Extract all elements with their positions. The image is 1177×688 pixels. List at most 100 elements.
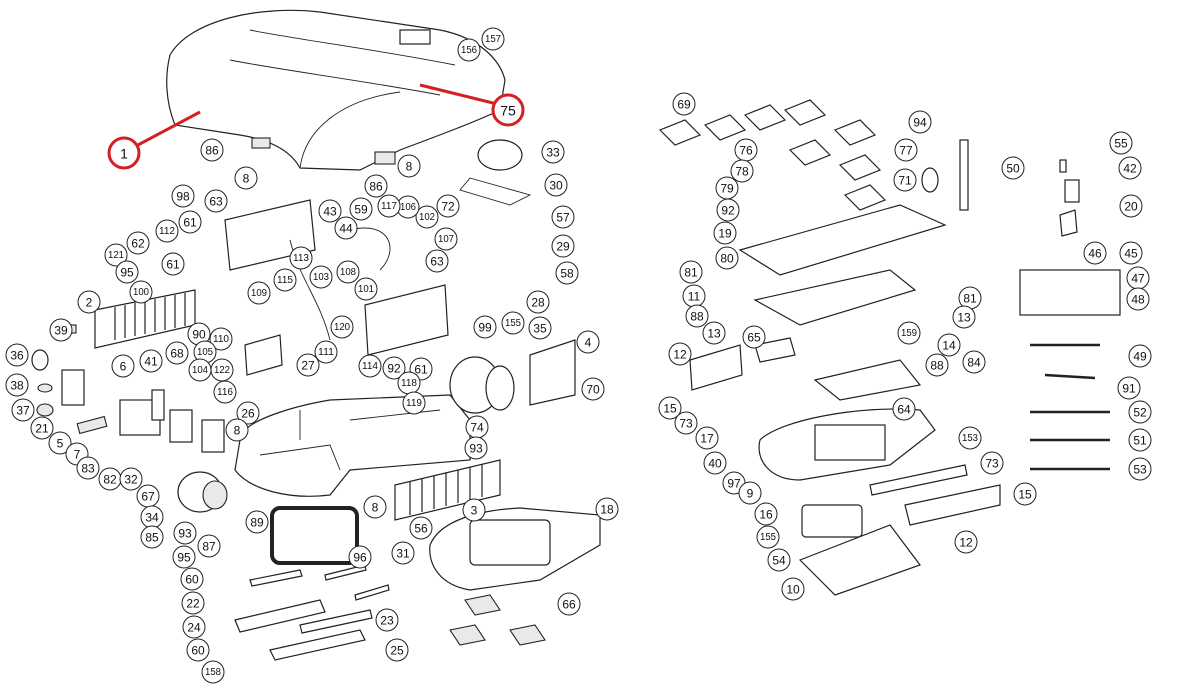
callout-circle <box>908 110 932 134</box>
callout-circle <box>296 353 320 377</box>
callout-32: 32 <box>119 467 143 491</box>
callout-number: 53 <box>1133 463 1147 477</box>
callout-circle <box>107 136 141 170</box>
callout-number: 102 <box>419 212 435 223</box>
callout-119: 119 <box>402 391 426 415</box>
callout-number: 111 <box>318 347 334 358</box>
callout-circle <box>1001 156 1025 180</box>
callout-155: 155 <box>501 311 525 335</box>
callout-circle <box>1109 131 1133 155</box>
gasket-and-ceiling-frame <box>270 506 601 646</box>
callout-56: 56 <box>409 516 433 540</box>
callout-5: 5 <box>48 431 72 455</box>
callout-63: 63 <box>425 249 449 273</box>
callout-number: 1 <box>120 146 128 162</box>
callout-number: 113 <box>293 253 309 264</box>
callout-circle <box>715 246 739 270</box>
callout-47: 47 <box>1126 266 1150 290</box>
callout-number: 159 <box>901 328 917 339</box>
callout-number: 73 <box>679 417 693 431</box>
callout-circle <box>5 343 29 367</box>
callout-23: 23 <box>375 608 399 632</box>
callout-number: 17 <box>700 432 714 446</box>
callout-number: 49 <box>1133 350 1147 364</box>
callout-96: 96 <box>348 545 372 569</box>
callout-number: 11 <box>688 290 701 304</box>
callout-103: 103 <box>309 265 333 289</box>
callout-circle <box>209 327 233 351</box>
callout-circle <box>436 194 460 218</box>
callout-64: 64 <box>892 397 916 421</box>
callout-number: 153 <box>962 433 978 444</box>
callout-8: 8 <box>397 154 421 178</box>
callout-circle <box>1126 287 1150 311</box>
callout-number: 96 <box>353 551 367 565</box>
callout-number: 51 <box>1133 434 1147 448</box>
callout-number: 34 <box>145 511 159 525</box>
callout-number: 43 <box>323 205 337 219</box>
callout-80: 80 <box>715 246 739 270</box>
callout-27: 27 <box>296 353 320 377</box>
callout-circle <box>155 219 179 243</box>
callout-20: 20 <box>1119 194 1143 218</box>
callout-86: 86 <box>200 138 224 162</box>
callout-number: 8 <box>372 501 379 515</box>
highlight-leader-1 <box>135 110 201 148</box>
callout-number: 72 <box>441 200 455 214</box>
callout-number: 33 <box>546 146 560 160</box>
callout-circle <box>318 199 342 223</box>
callout-circle <box>952 305 976 329</box>
callout-67: 67 <box>136 484 160 508</box>
callout-122: 122 <box>210 358 234 382</box>
callout-number: 35 <box>533 322 547 336</box>
callout-number: 79 <box>720 182 734 196</box>
callout-73: 73 <box>674 411 698 435</box>
callout-circle <box>314 340 338 364</box>
callout-number: 86 <box>369 180 383 194</box>
callout-number: 88 <box>690 310 704 324</box>
callout-60: 60 <box>186 638 210 662</box>
callout-12: 12 <box>668 342 692 366</box>
callout-circle <box>200 138 224 162</box>
callout-108: 108 <box>336 260 360 284</box>
callout-circle <box>501 311 525 335</box>
callout-circle <box>1118 156 1142 180</box>
callout-25: 25 <box>385 638 409 662</box>
callout-number: 8 <box>406 160 413 174</box>
callout-number: 120 <box>334 322 350 333</box>
callout-number: 48 <box>1131 293 1145 307</box>
callout-circle <box>385 638 409 662</box>
callout-circle <box>713 221 737 245</box>
callout-number: 39 <box>54 324 68 338</box>
callout-circle <box>685 304 709 328</box>
callout-114: 114 <box>358 354 382 378</box>
callout-117: 117 <box>377 194 401 218</box>
callout-circle <box>1128 428 1152 452</box>
callout-number: 114 <box>362 361 378 372</box>
callout-65: 65 <box>742 325 766 349</box>
callout-38: 38 <box>5 373 29 397</box>
callout-54: 54 <box>767 548 791 572</box>
callout-120: 120 <box>330 315 354 339</box>
callout-number: 63 <box>430 255 444 269</box>
callout-100: 100 <box>129 280 153 304</box>
callout-number: 93 <box>469 442 483 456</box>
callout-number: 109 <box>251 288 267 299</box>
callout-number: 40 <box>708 457 722 471</box>
callout-circle <box>754 502 778 526</box>
callout-circle <box>658 396 682 420</box>
callout-number: 38 <box>10 379 24 393</box>
callout-16: 16 <box>754 502 778 526</box>
callout-number: 80 <box>720 252 734 266</box>
callout-41: 41 <box>139 349 163 373</box>
callout-number: 155 <box>760 532 776 543</box>
callout-number: 95 <box>177 551 191 565</box>
callout-95: 95 <box>172 545 196 569</box>
callout-118: 118 <box>397 371 421 395</box>
callout-75: 75 <box>491 93 525 127</box>
callout-number: 60 <box>191 644 205 658</box>
callout-circle <box>140 525 164 549</box>
callout-number: 13 <box>957 311 971 325</box>
callout-circle <box>962 350 986 374</box>
callout-circle <box>925 353 949 377</box>
